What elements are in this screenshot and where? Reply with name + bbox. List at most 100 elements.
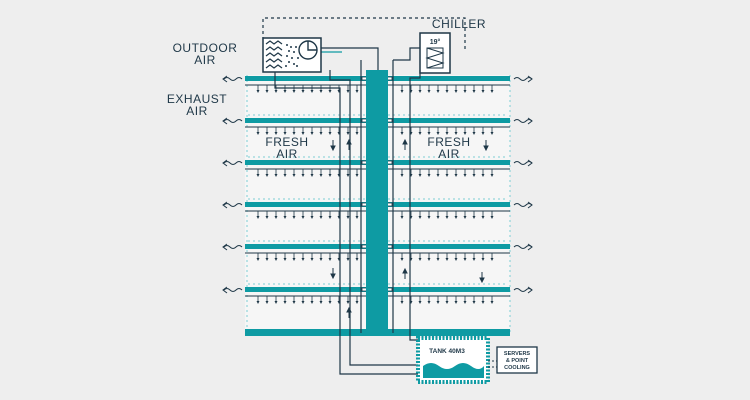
vent-arrow-icon bbox=[472, 258, 476, 261]
vent-arrow-icon bbox=[463, 90, 467, 93]
vent-arrow-icon bbox=[346, 90, 350, 93]
exhaust-wave-right-icon bbox=[513, 203, 533, 207]
vent-arrow-icon bbox=[454, 90, 458, 93]
servers-point-cooling: SERVERS & POINT COOLING bbox=[488, 346, 538, 374]
vent-arrow-icon bbox=[292, 90, 296, 93]
vent-arrow-icon bbox=[436, 258, 440, 261]
vent-arrow-icon bbox=[319, 132, 323, 135]
vent-arrow-icon bbox=[265, 216, 269, 219]
vent-arrow-icon bbox=[292, 301, 296, 304]
vent-arrow-icon bbox=[490, 301, 494, 304]
vent-arrow-icon bbox=[328, 90, 332, 93]
fresh-air-right-line2: AIR bbox=[438, 147, 460, 161]
vent-arrow-icon bbox=[490, 258, 494, 261]
vent-arrow-icon bbox=[418, 301, 422, 304]
arrow-down-icon bbox=[330, 268, 336, 280]
exhaust-wave-right-icon bbox=[513, 161, 533, 165]
vent-arrow-icon bbox=[355, 216, 359, 219]
vent-arrow-icon bbox=[445, 216, 449, 219]
labels: OUTDOOR AIR EXHAUST AIR CHILLER FRESH AI… bbox=[167, 17, 486, 161]
vent-arrow-icon bbox=[328, 301, 332, 304]
vent-arrow-icon bbox=[265, 301, 269, 304]
vent-arrow-icon bbox=[283, 90, 287, 93]
vent-arrow-icon bbox=[274, 90, 278, 93]
vent-arrow-icon bbox=[418, 132, 422, 135]
exhaust-arrow-right-icon bbox=[527, 243, 533, 251]
vent-arrow-icon bbox=[328, 132, 332, 135]
vent-arrow-icon bbox=[472, 90, 476, 93]
pipe-shaft-to-chiller bbox=[393, 47, 420, 61]
ahu-dots-icon bbox=[285, 44, 299, 67]
exhaust-arrow-left-icon bbox=[222, 75, 228, 83]
arrow-up-icon bbox=[402, 138, 408, 150]
vent-arrow-icon bbox=[427, 216, 431, 219]
exhaust-wave-left-icon bbox=[223, 77, 243, 81]
tank-water-icon bbox=[423, 363, 484, 378]
vent-arrow-icon bbox=[256, 216, 260, 219]
vent-arrow-icon bbox=[256, 258, 260, 261]
vent-arrow-icon bbox=[400, 90, 404, 93]
exhaust-arrow-right-icon bbox=[527, 75, 533, 83]
shaft-column bbox=[366, 70, 388, 335]
vent-arrow-icon bbox=[310, 132, 314, 135]
vent-arrow-icon bbox=[463, 301, 467, 304]
vent-arrow-icon bbox=[490, 174, 494, 177]
vent-arrow-icon bbox=[274, 174, 278, 177]
vent-arrow-icon bbox=[427, 132, 431, 135]
vent-arrow-icon bbox=[445, 258, 449, 261]
fresh-air-right-line1: FRESH bbox=[427, 135, 470, 149]
vent-arrow-icon bbox=[463, 132, 467, 135]
chiller-unit: 19° bbox=[419, 32, 451, 74]
servers-label-line1: SERVERS bbox=[504, 351, 531, 357]
pipe-ahu-to-shaft bbox=[313, 47, 379, 70]
vent-arrow-icon bbox=[265, 174, 269, 177]
servers-box bbox=[496, 346, 538, 374]
vent-arrow-icon bbox=[292, 216, 296, 219]
ahu-fan-blade bbox=[307, 41, 317, 51]
vent-arrow-icon bbox=[436, 301, 440, 304]
vent-arrow-icon bbox=[319, 90, 323, 93]
chiller-coil-icon bbox=[425, 47, 445, 69]
vent-arrow-icon bbox=[481, 132, 485, 135]
vent-arrow-icon bbox=[490, 132, 494, 135]
vent-arrow-icon bbox=[310, 216, 314, 219]
exhaust-wave-right-icon bbox=[513, 119, 533, 123]
vent-arrow-icon bbox=[445, 132, 449, 135]
vent-arrow-icon bbox=[274, 301, 278, 304]
vent-arrow-icon bbox=[310, 301, 314, 304]
exhaust-wave-right-icon bbox=[513, 77, 533, 81]
vent-arrow-icon bbox=[445, 90, 449, 93]
arrow-down-icon bbox=[330, 140, 336, 152]
vent-arrow-icon bbox=[418, 216, 422, 219]
vent-arrow-icon bbox=[328, 216, 332, 219]
tank: TANK 40M3 bbox=[416, 336, 490, 384]
fresh-air-left-line2: AIR bbox=[276, 147, 298, 161]
vent-arrow-icon bbox=[427, 174, 431, 177]
exhaust-arrow-right-icon bbox=[527, 159, 533, 167]
vent-arrow-icon bbox=[472, 301, 476, 304]
vent-arrow-icon bbox=[319, 258, 323, 261]
exhaust-arrow-right-icon bbox=[527, 286, 533, 294]
outdoor-air-label-line2: AIR bbox=[194, 53, 216, 67]
vent-arrow-icon bbox=[346, 132, 350, 135]
vent-arrow-icon bbox=[265, 132, 269, 135]
vent-arrow-icon bbox=[301, 132, 305, 135]
outdoor-air-label-line1: OUTDOOR bbox=[173, 41, 238, 55]
arrow-down-icon bbox=[483, 140, 489, 152]
pipe-left-inner bbox=[329, 70, 423, 366]
vent-arrow-icon bbox=[310, 90, 314, 93]
air-handling-unit bbox=[262, 37, 322, 73]
vent-arrow-icon bbox=[346, 216, 350, 219]
pipe-left-outer bbox=[274, 70, 423, 375]
vent-arrow-icon bbox=[418, 174, 422, 177]
vent-arrow-icon bbox=[400, 216, 404, 219]
vent-arrow-icon bbox=[454, 216, 458, 219]
exhaust-wave-right-icon bbox=[513, 288, 533, 292]
vent-arrow-icon bbox=[463, 174, 467, 177]
vent-arrow-icon bbox=[436, 90, 440, 93]
vent-arrow-icon bbox=[274, 258, 278, 261]
exhaust-arrow-left-icon bbox=[222, 201, 228, 209]
servers-label-line2: & POINT bbox=[506, 358, 529, 364]
vent-arrow-icon bbox=[400, 258, 404, 261]
